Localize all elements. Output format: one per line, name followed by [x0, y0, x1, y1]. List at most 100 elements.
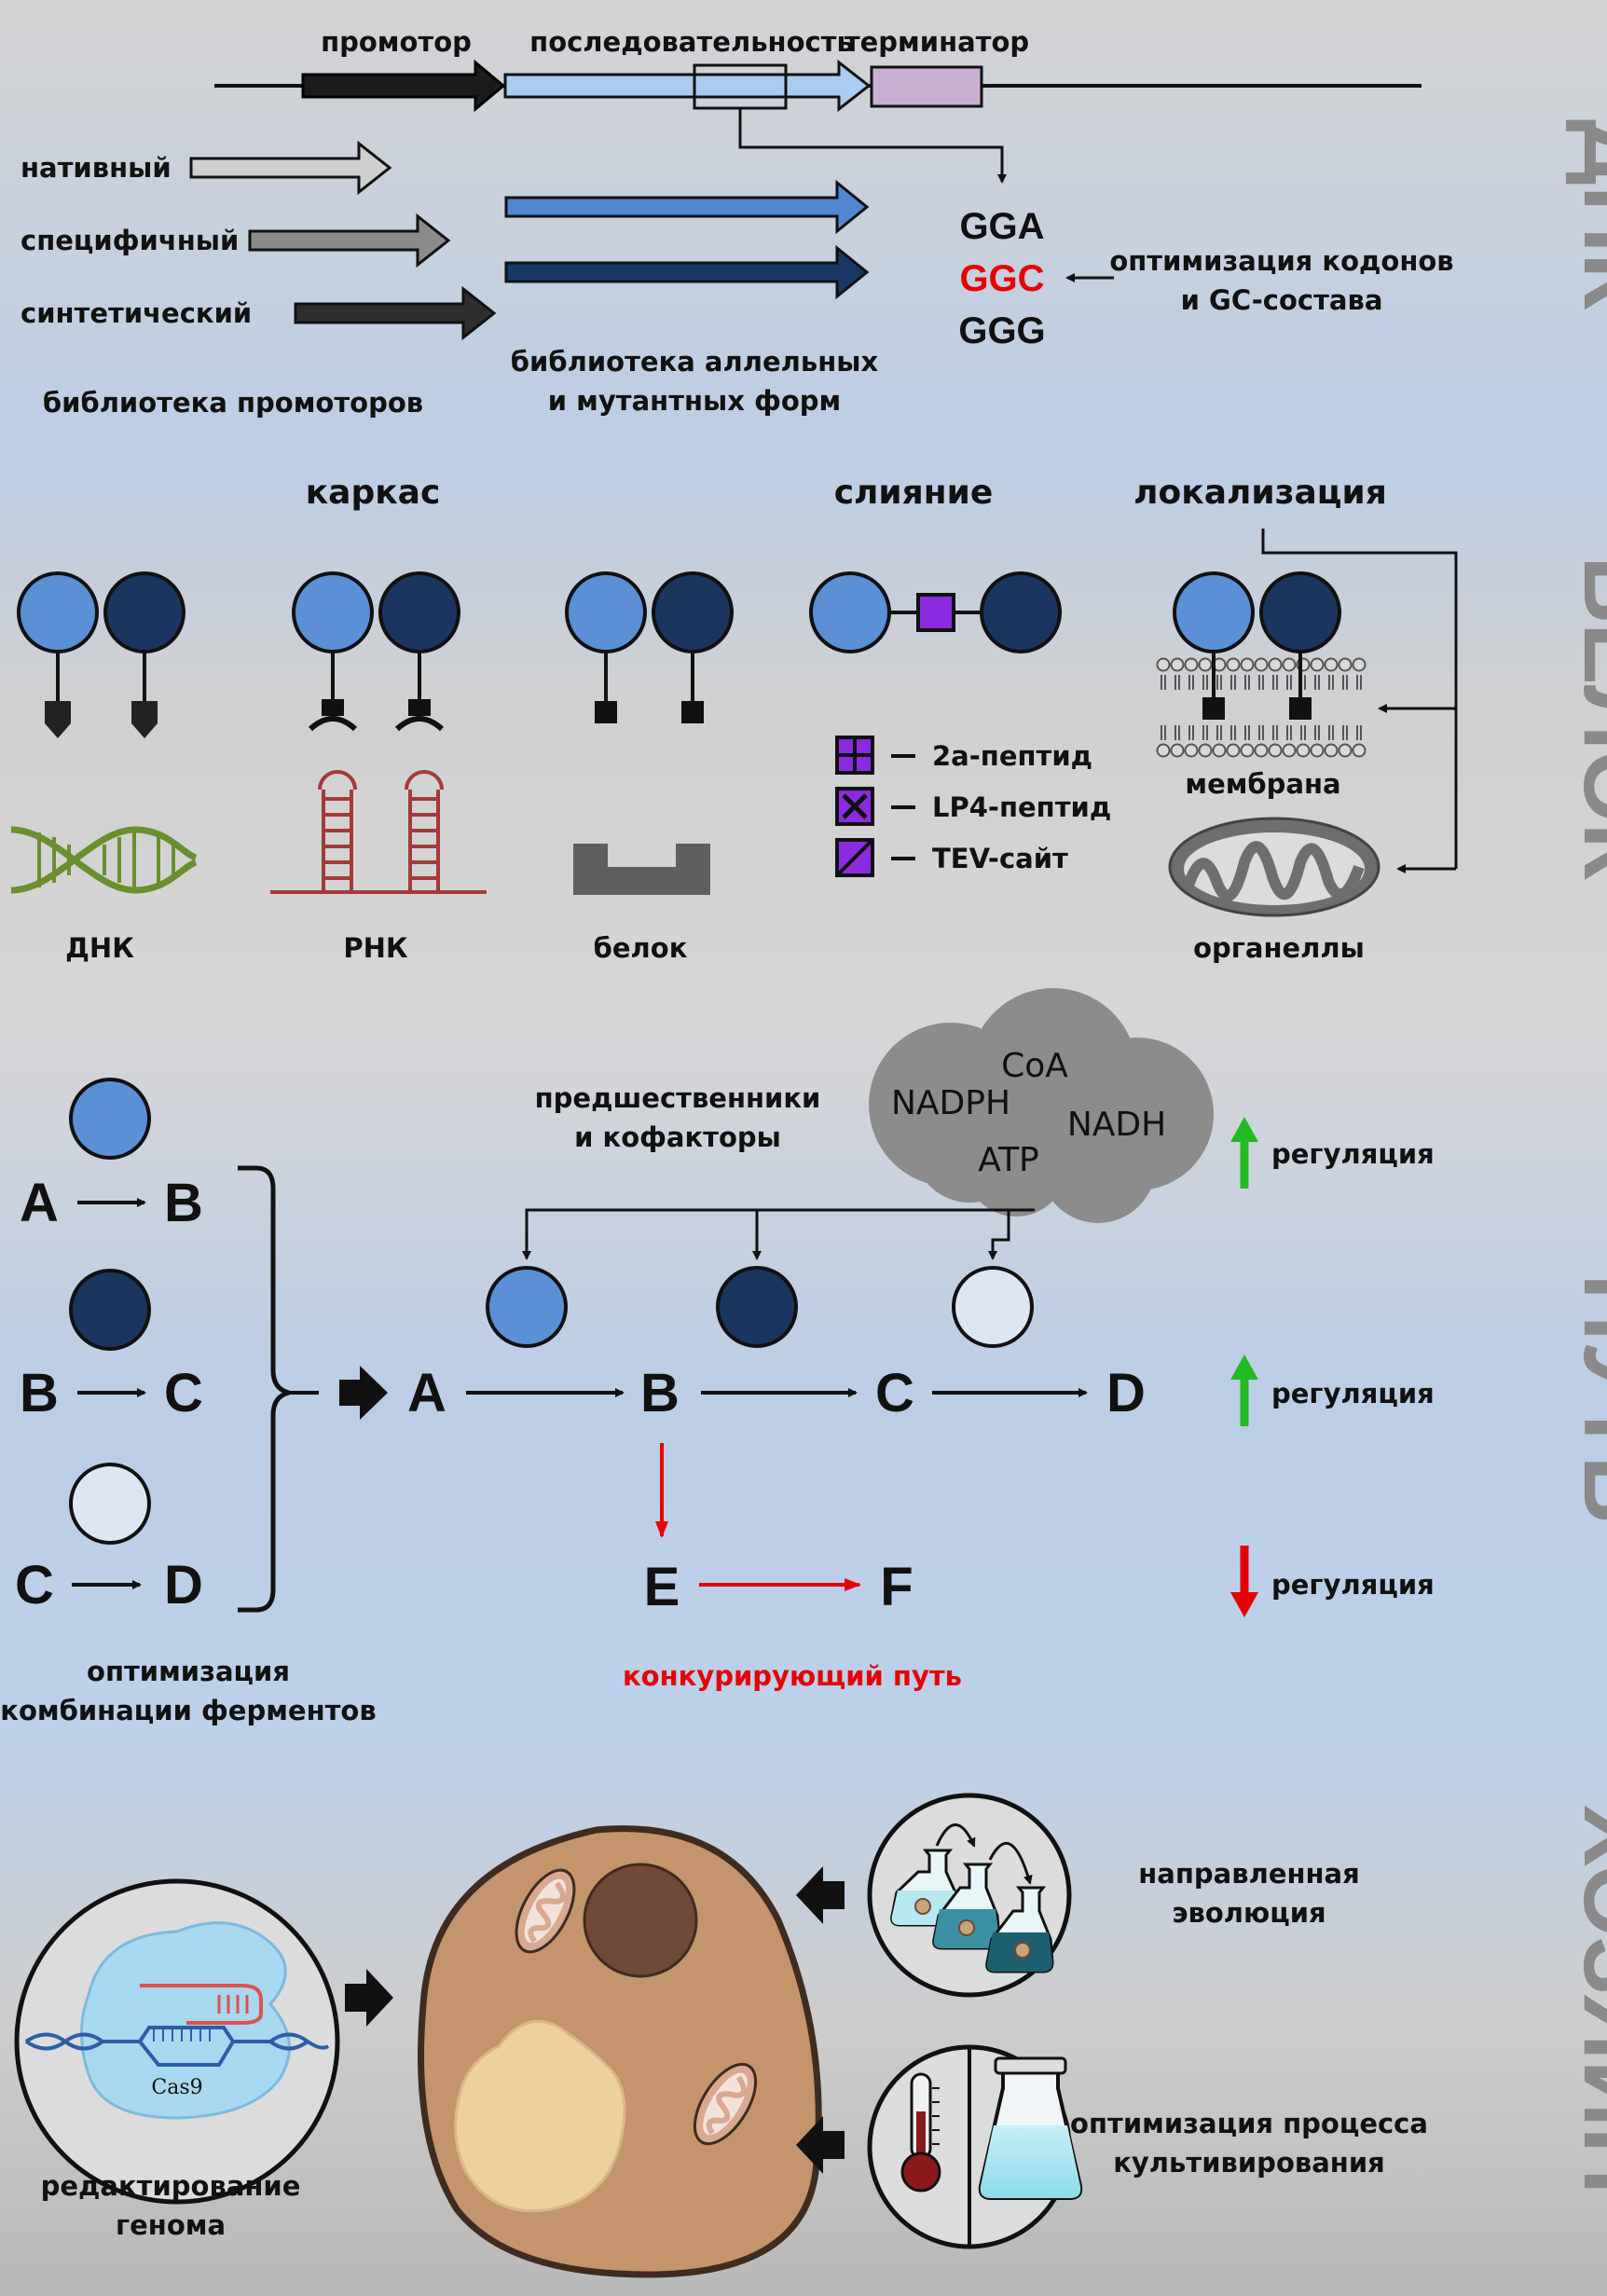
- codon-gga: GGA: [959, 206, 1044, 247]
- metabolite-d: D: [1106, 1363, 1146, 1423]
- promoter-library: [189, 140, 497, 341]
- label-precursors-2: и кофакторы: [574, 1121, 781, 1153]
- up-arrow-icon: [1230, 1354, 1258, 1426]
- label-scaffold-dna: ДНК: [65, 932, 134, 964]
- terminator-box: [870, 65, 983, 108]
- linker-square: [916, 593, 955, 632]
- sequence-arrow: [503, 59, 872, 113]
- flask-icon: [978, 2056, 1083, 2200]
- label-specific: специфичный: [21, 225, 239, 256]
- label-organelles: органеллы: [1193, 932, 1365, 964]
- dna-scaffold: [10, 571, 198, 894]
- down-arrow-icon: [1230, 1546, 1258, 1617]
- metabolite-c: C: [875, 1363, 914, 1423]
- header-localization: локализация: [1133, 474, 1387, 512]
- pair3-to: D: [164, 1555, 203, 1615]
- label-allelic-1: библиотека аллельных: [511, 346, 879, 378]
- label-enzyme-opt-1: оптимизация: [87, 1656, 290, 1687]
- rna-hairpin-icon: [270, 770, 487, 894]
- native-promoter-arrow: [189, 140, 392, 196]
- enzyme-dark: [980, 571, 1062, 653]
- enzyme-light: [1173, 571, 1255, 653]
- protein-scaffold: [565, 571, 734, 895]
- label-terminator: терминатор: [845, 26, 1029, 58]
- mitochondrion-icon: [1168, 817, 1380, 917]
- nucleus: [583, 1863, 698, 1978]
- synthetic-promoter-arrow: [294, 285, 497, 341]
- label-process-2: культивирования: [1113, 2147, 1385, 2179]
- cas9-protein-icon: [80, 1921, 291, 2120]
- metabolite-b: B: [640, 1363, 680, 1423]
- crispr-editing-circle: Cas9: [14, 1878, 340, 2205]
- label-genome-2: генома: [116, 2209, 226, 2241]
- linker-legend: 2a-пептид LP4-пептид TEV-сайт: [835, 736, 1111, 877]
- specific-promoter-arrow: [248, 213, 451, 268]
- enzyme-light: [17, 571, 99, 653]
- side-label-dna: ДНК: [1564, 119, 1607, 310]
- label-synthetic: синтетический: [21, 297, 252, 329]
- tev-site-icon: [835, 838, 874, 877]
- side-label-protein: БЕЛОК: [1564, 556, 1607, 881]
- cloud-atp: ATP: [978, 1141, 1039, 1179]
- enzyme-light: [809, 571, 891, 653]
- thermometer-icon: [900, 2072, 941, 2193]
- label-evolution-1: направленная: [1138, 1858, 1360, 1890]
- label-competing-pathway: конкурирующий путь: [623, 1660, 962, 1692]
- cultivation-circle: [867, 2044, 1083, 2249]
- label-cas9: Cas9: [151, 2076, 202, 2099]
- label-native: нативный: [21, 152, 172, 184]
- cofactor-distribution: [522, 1208, 1035, 1260]
- pair-enzyme-light: [69, 1078, 151, 1160]
- label-lp4-peptide: LP4-пептид: [932, 791, 1111, 823]
- label-scaffold-protein: белок: [594, 932, 688, 964]
- fusion-construct: [809, 571, 1062, 653]
- label-sequence: последовательность: [529, 26, 854, 58]
- mitochondrion-small-icon: [693, 2062, 758, 2146]
- gene-construct: [214, 59, 1422, 184]
- up-arrow-icon: [1230, 1117, 1258, 1189]
- pair-enzyme-dark: [69, 1269, 151, 1351]
- mitochondrion-small-icon: [515, 1868, 576, 1954]
- label-genome-1: редактирование: [41, 2170, 301, 2202]
- enzyme-dark: [378, 571, 460, 653]
- cloud-nadph: NADPH: [891, 1084, 1010, 1122]
- pair2-to: C: [164, 1363, 203, 1423]
- enzyme-pale-3: [952, 1266, 1034, 1348]
- peptide-lp4-icon: [835, 787, 874, 826]
- pair-enzyme-pale: [69, 1463, 151, 1545]
- rna-scaffold: [270, 571, 487, 894]
- peptide-2a-icon: [835, 736, 874, 775]
- pair1-from: A: [20, 1173, 59, 1233]
- enzyme-dark: [103, 571, 185, 653]
- directed-evolution-circle: [867, 1793, 1072, 1998]
- header-scaffold: каркас: [306, 474, 441, 512]
- enzyme-light: [565, 571, 647, 653]
- localization-connector: [1261, 529, 1458, 869]
- host-cell: [418, 1825, 822, 2278]
- membrane-icon: [1156, 657, 1367, 758]
- enzyme-light: [292, 571, 374, 653]
- allele-arrow-light: [504, 179, 870, 235]
- label-process-1: оптимизация процесса: [1070, 2108, 1428, 2139]
- band-protein: [0, 447, 1607, 1025]
- label-tev-site: TEV-сайт: [932, 843, 1068, 874]
- metabolite-a: A: [407, 1363, 446, 1423]
- codon-ggg: GGG: [958, 310, 1045, 351]
- promoter-arrow: [301, 59, 506, 113]
- label-enzyme-opt-2: комбинации ферментов: [0, 1695, 376, 1726]
- cloud-nadh: NADH: [1067, 1106, 1166, 1144]
- label-regulation-2: регуляция: [1271, 1378, 1435, 1409]
- arrow-from-cultivation: [796, 2116, 845, 2174]
- side-label-host: ХОЗЯИН: [1564, 1805, 1607, 2194]
- allele-arrow-dark: [504, 244, 870, 300]
- label-codon-opt-1: оптимизация кодонов: [1109, 245, 1453, 277]
- enzyme-dark: [1259, 571, 1341, 653]
- enzyme-dark: [652, 571, 734, 653]
- codon-ggc: GGC: [959, 258, 1044, 299]
- label-scaffold-rna: РНК: [343, 932, 408, 964]
- cloud-coa: CoA: [1001, 1047, 1068, 1085]
- enzyme-dark-2: [716, 1266, 798, 1348]
- combine-arrow: [339, 1366, 388, 1420]
- dna-helix-icon: [10, 826, 198, 894]
